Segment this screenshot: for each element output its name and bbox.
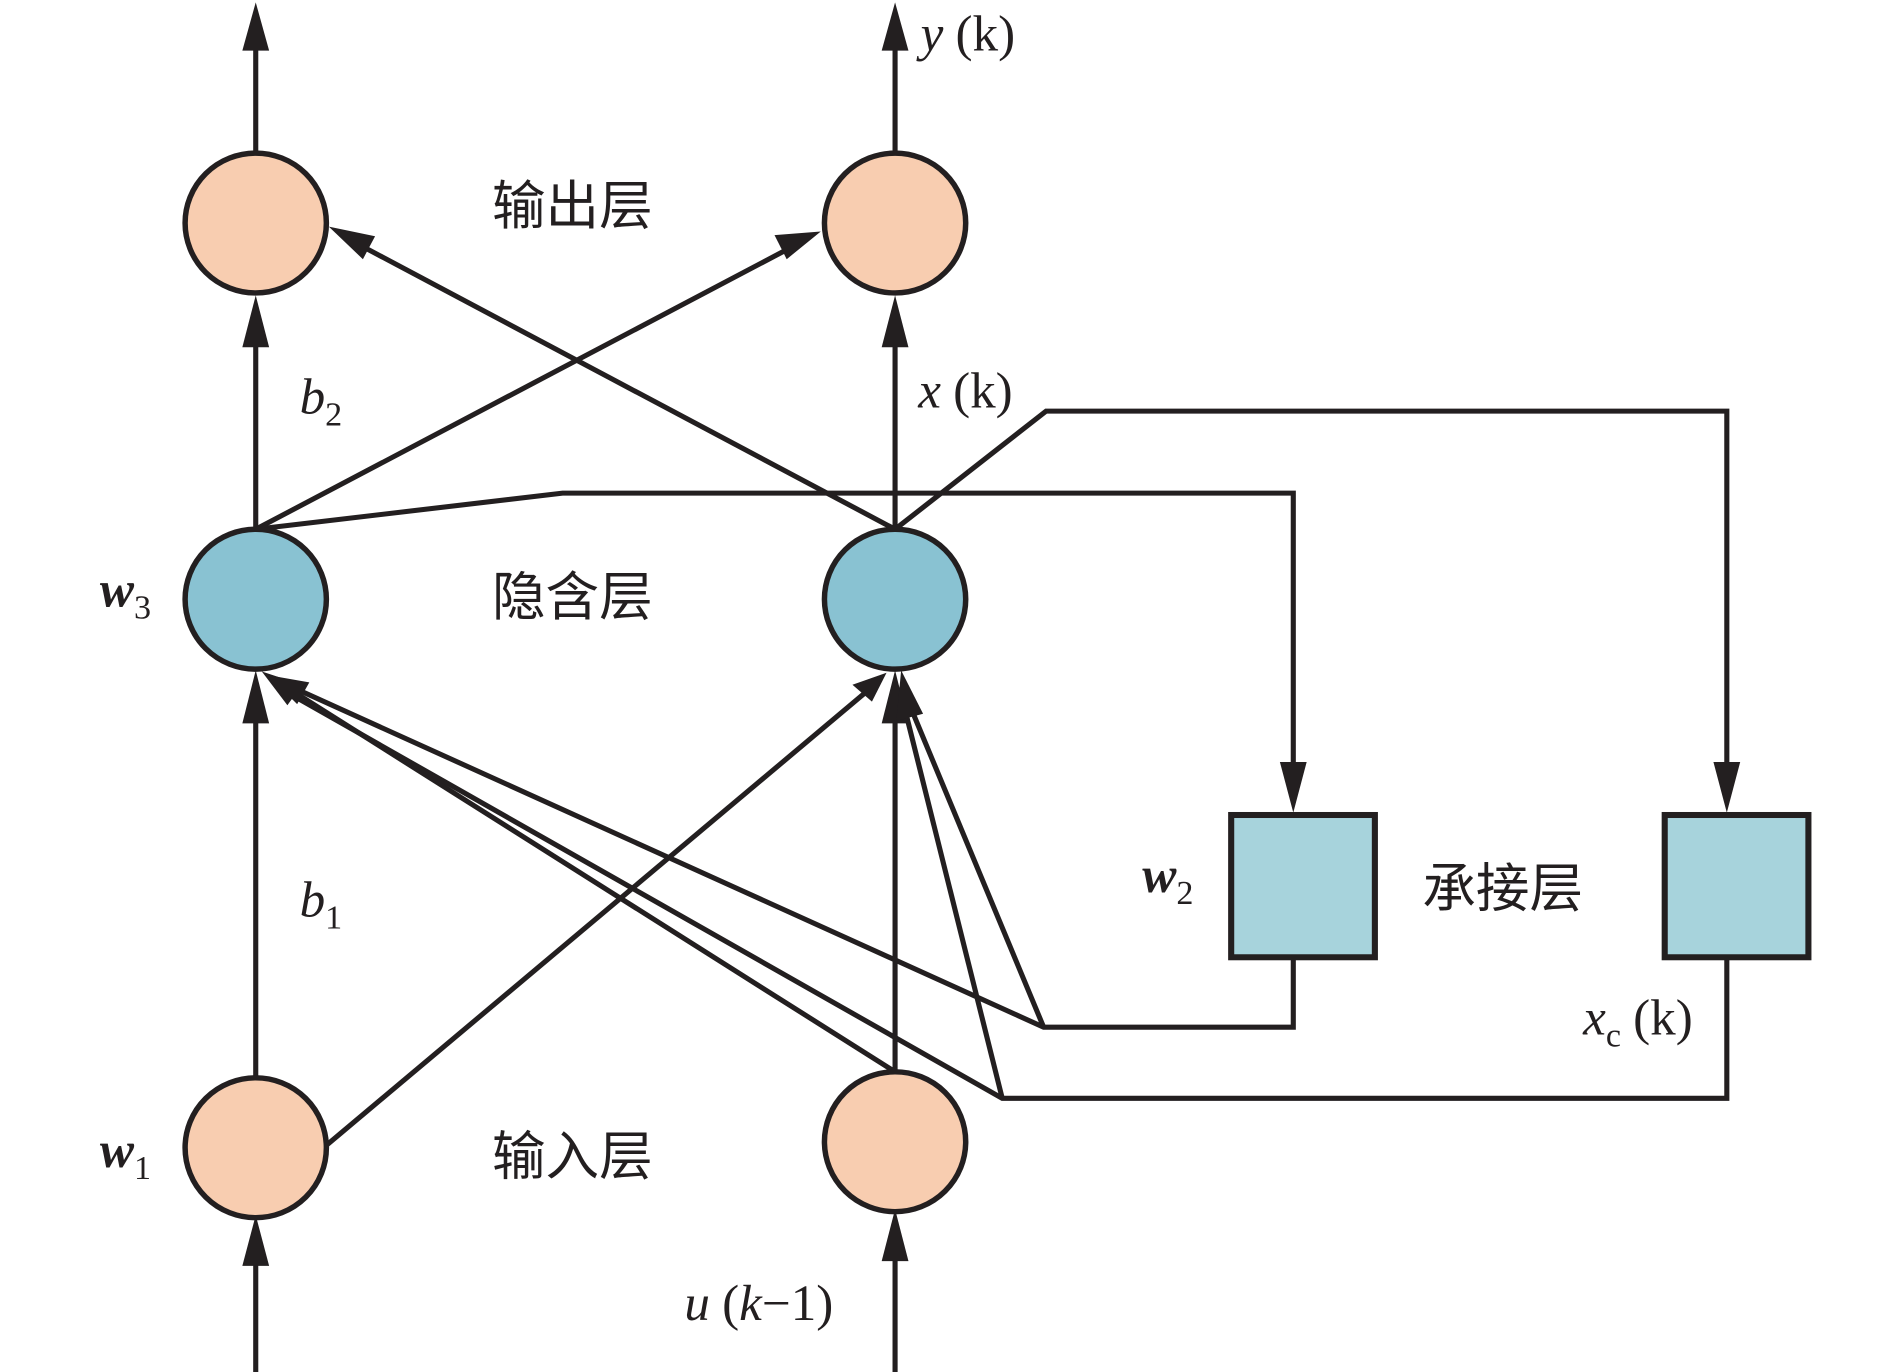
edge-context1-feedback: [291, 684, 1296, 1030]
label-b2: b2: [300, 370, 343, 434]
arrowhead-out2: [881, 2, 909, 51]
label-x-k: x(k): [917, 364, 1013, 420]
arrowhead-i1-h1: [242, 670, 270, 724]
input-layer-label: 输入层: [492, 1126, 653, 1188]
edge-h1-context1: [255, 490, 1296, 784]
input-node-1: [182, 1075, 330, 1221]
edge-context2-h2: [899, 698, 1005, 1099]
context-layer: [1228, 811, 1812, 961]
output-layer-label: 输出层: [492, 175, 653, 237]
edge-h2-o1: [358, 242, 897, 532]
label-xc-k: xc(k): [1582, 991, 1693, 1055]
arrowhead-to-h2-cross: [852, 672, 887, 702]
hidden-layer: [182, 526, 969, 672]
arrowhead-h1-o2: [774, 231, 821, 260]
arrowhead-to-h2-right: [896, 670, 924, 721]
output-node-2: [821, 150, 969, 296]
arrowhead-h2-o2: [881, 295, 909, 348]
edges: [253, 24, 1730, 1372]
edge-context2-feedback: [281, 687, 1730, 1101]
label-y-k: y(k): [916, 7, 1016, 63]
arrowhead-h2-o1: [328, 226, 376, 260]
arrowhead-h1-o1: [242, 295, 270, 348]
output-node-1: [182, 150, 330, 296]
arrowhead-to-h1-b: [267, 675, 310, 705]
label-w3: w3: [100, 563, 151, 627]
arrowhead-context1: [1279, 761, 1307, 813]
context-node-2: [1661, 811, 1812, 961]
hidden-node-2: [821, 526, 969, 672]
arrowhead-context2: [1713, 761, 1741, 813]
output-layer: [182, 150, 969, 296]
arrowhead-out1: [242, 2, 270, 51]
label-w2: w2: [1142, 848, 1193, 912]
edge-h2-context2: [893, 408, 1730, 784]
arrowheads: [242, 2, 1741, 1266]
input-node-2: [821, 1069, 969, 1215]
hidden-layer-label: 隐含层: [492, 566, 653, 628]
label-u-k-1: u(k−1): [684, 1276, 833, 1332]
context-layer-label: 承接层: [1422, 858, 1583, 920]
label-w1: w1: [100, 1123, 151, 1187]
context-node-1: [1228, 811, 1378, 961]
arrowhead-in2: [881, 1209, 909, 1262]
edge-context1-h2: [904, 698, 1047, 1029]
label-b1: b1: [300, 872, 343, 936]
arrowhead-in1: [242, 1215, 270, 1266]
edge-i1-h2: [324, 691, 867, 1148]
edge-h1-o2: [254, 244, 793, 532]
input-layer: [182, 1069, 969, 1221]
hidden-node-1: [182, 526, 330, 672]
